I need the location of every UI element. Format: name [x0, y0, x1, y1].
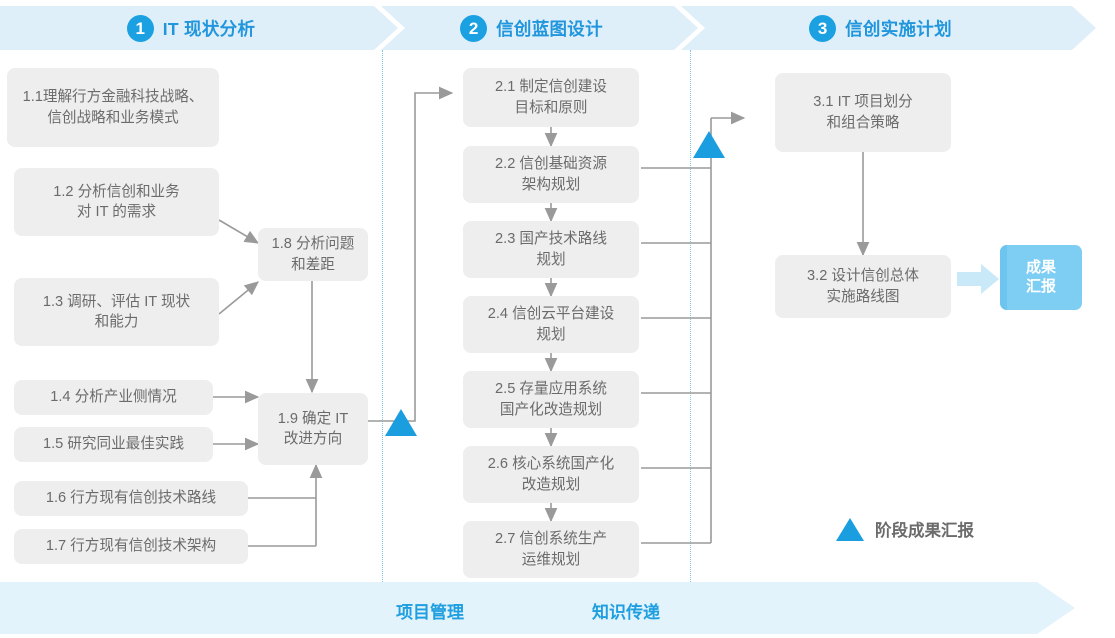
bottom-band	[0, 582, 1075, 634]
node-2-2[interactable]: 2.2 信创基础资源 架构规划	[463, 146, 639, 203]
bottom-label-knowledge-transfer: 知识传递	[592, 603, 660, 622]
legend-label: 阶段成果汇报	[875, 522, 974, 540]
phase-number-1: 1	[126, 14, 154, 42]
node-2-7[interactable]: 2.7 信创系统生产 运维规划	[463, 521, 639, 578]
node-1-2[interactable]: 1.2 分析信创和业务 对 IT 的需求	[14, 168, 219, 236]
node-3-1[interactable]: 3.1 IT 项目划分 和组合策略	[775, 73, 951, 152]
milestone-triangle-phase2	[693, 131, 725, 158]
result-arrow	[957, 264, 999, 294]
node-1-4[interactable]: 1.4 分析产业侧情况	[14, 380, 213, 415]
node-2-4[interactable]: 2.4 信创云平台建设 规划	[463, 296, 639, 353]
phase-band-2: 2 信创蓝图设计	[381, 6, 698, 50]
legend-milestone: 阶段成果汇报	[836, 517, 974, 541]
node-1-1[interactable]: 1.1理解行方金融科技战略、 信创战略和业务模式	[7, 68, 219, 147]
phase-band-1: 1 IT 现状分析	[0, 6, 398, 50]
node-1-3[interactable]: 1.3 调研、评估 IT 现状 和能力	[14, 278, 219, 346]
phase-divider-2-3	[690, 50, 691, 582]
node-3-2[interactable]: 3.2 设计信创总体 实施路线图	[775, 255, 951, 318]
bottom-label-project-management: 项目管理	[396, 603, 464, 622]
phase-title-3: 信创实施计划	[845, 18, 952, 39]
node-2-1[interactable]: 2.1 制定信创建设 目标和原则	[463, 68, 639, 127]
node-2-6[interactable]: 2.6 核心系统国产化 改造规划	[463, 446, 639, 503]
milestone-triangle-icon	[836, 517, 864, 541]
node-1-9[interactable]: 1.9 确定 IT 改进方向	[258, 393, 368, 465]
phase-number-2: 2	[460, 14, 488, 42]
phase-band-3: 3 信创实施计划	[681, 6, 1096, 50]
milestone-triangle-phase1	[385, 409, 417, 436]
node-2-5[interactable]: 2.5 存量应用系统 国产化改造规划	[463, 371, 639, 428]
phase-title-2: 信创蓝图设计	[496, 18, 603, 39]
phase-divider-1-2	[382, 50, 383, 582]
node-1-7[interactable]: 1.7 行方现有信创技术架构	[14, 529, 248, 564]
phase-title-1: IT 现状分析	[162, 18, 256, 39]
node-2-3[interactable]: 2.3 国产技术路线 规划	[463, 221, 639, 278]
node-1-8[interactable]: 1.8 分析问题 和差距	[258, 228, 368, 281]
result-report-chip[interactable]: 成果 汇报	[1000, 245, 1082, 310]
node-1-6[interactable]: 1.6 行方现有信创技术路线	[14, 481, 248, 516]
phase-number-3: 3	[809, 14, 837, 42]
node-1-5[interactable]: 1.5 研究同业最佳实践	[14, 427, 213, 462]
